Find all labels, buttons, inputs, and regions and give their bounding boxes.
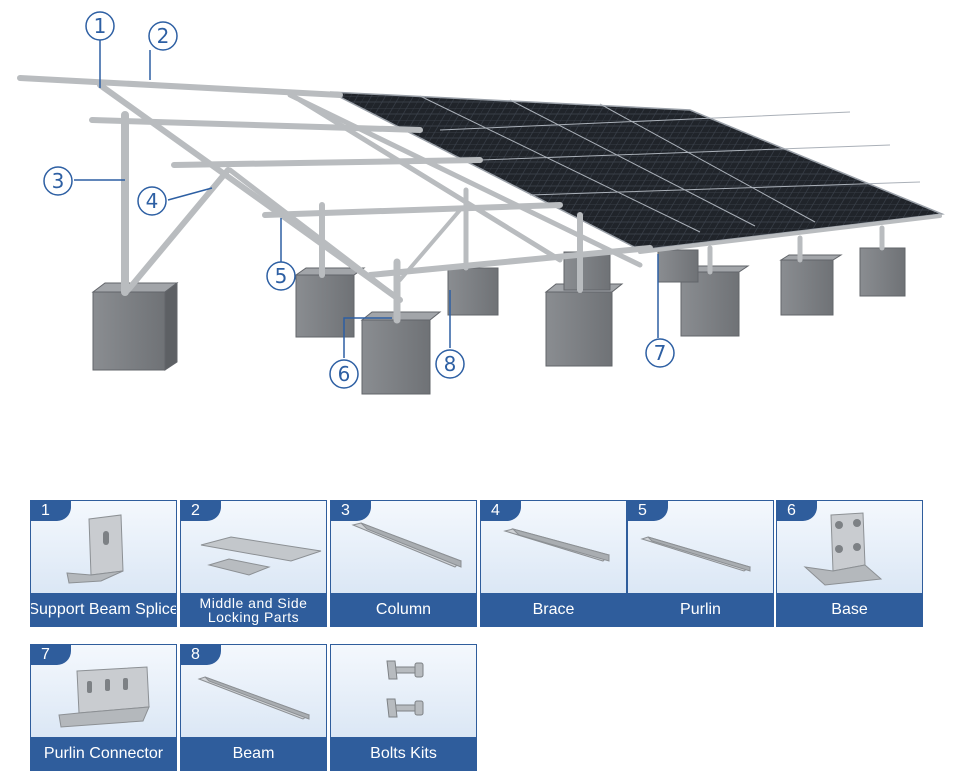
callout-1: 1	[85, 11, 115, 41]
part-card-bolts-kits: Bolts Kits	[330, 644, 477, 771]
purlin-connector-icon	[58, 666, 150, 728]
solar-mount-diagram: 1 2 3 4 5 6 7 8	[17, 11, 945, 395]
callout-1-text: 1	[94, 14, 107, 38]
callout-5: 5	[266, 261, 296, 291]
part-label: Column	[331, 593, 476, 626]
part-label: Base	[777, 593, 922, 626]
part-card-brace: 4 Brace	[480, 500, 627, 627]
beam-splice-icon	[66, 514, 124, 584]
steel-frame	[17, 75, 942, 324]
part-number: 1	[31, 501, 71, 521]
brace-icon	[503, 528, 610, 562]
bolts-icon	[386, 660, 424, 718]
callout-2-text: 2	[157, 24, 170, 48]
part-number: 4	[481, 501, 521, 521]
part-label: Bolts Kits	[331, 737, 476, 770]
part-number: 7	[31, 645, 71, 665]
beam-icon	[197, 676, 311, 720]
purlin-icon	[640, 536, 752, 572]
column-icon	[351, 522, 462, 568]
part-card-purlin: 5 Purlin	[627, 500, 774, 627]
part-label: Brace	[481, 593, 626, 626]
part-number: 5	[628, 501, 668, 521]
part-card-beam: 8 Beam	[180, 644, 327, 771]
callout-7: 7	[645, 338, 675, 368]
callout-8-text: 8	[444, 352, 457, 376]
callout-6-text: 6	[338, 362, 351, 386]
callout-4-text: 4	[146, 189, 159, 213]
part-card-support-beam-splice: 1 Support Beam Splice	[30, 500, 177, 627]
callout-3-text: 3	[52, 169, 65, 193]
part-number: 3	[331, 501, 371, 521]
part-number: 2	[181, 501, 221, 521]
part-label: Purlin	[628, 593, 773, 626]
solar-panel-array	[329, 91, 945, 251]
part-label: Support Beam Splice	[31, 593, 176, 626]
part-card-column: 3 Column	[330, 500, 477, 627]
callout-2: 2	[148, 21, 178, 51]
callout-3: 3	[43, 166, 73, 196]
concrete-blocks	[91, 247, 906, 395]
locking-parts-icon	[200, 536, 322, 576]
part-label: Beam	[181, 737, 326, 770]
callout-7-text: 7	[654, 341, 667, 365]
callout-5-text: 5	[275, 264, 288, 288]
callout-leaders	[74, 40, 659, 358]
part-card-base: 6 Base	[776, 500, 923, 627]
part-number: 8	[181, 645, 221, 665]
parts-legend: 1 Support Beam Splice 2 Middle and Side …	[30, 500, 930, 774]
callout-8: 8	[435, 349, 465, 379]
part-label: Purlin Connector	[31, 737, 176, 770]
callout-6: 6	[329, 359, 359, 389]
part-label: Middle and Side Locking Parts	[181, 593, 326, 626]
callout-4: 4	[137, 186, 167, 216]
part-card-locking-parts: 2 Middle and Side Locking Parts	[180, 500, 327, 627]
part-number: 6	[777, 501, 817, 521]
part-card-purlin-connector: 7 Purlin Connector	[30, 644, 177, 771]
base-icon	[803, 512, 883, 586]
